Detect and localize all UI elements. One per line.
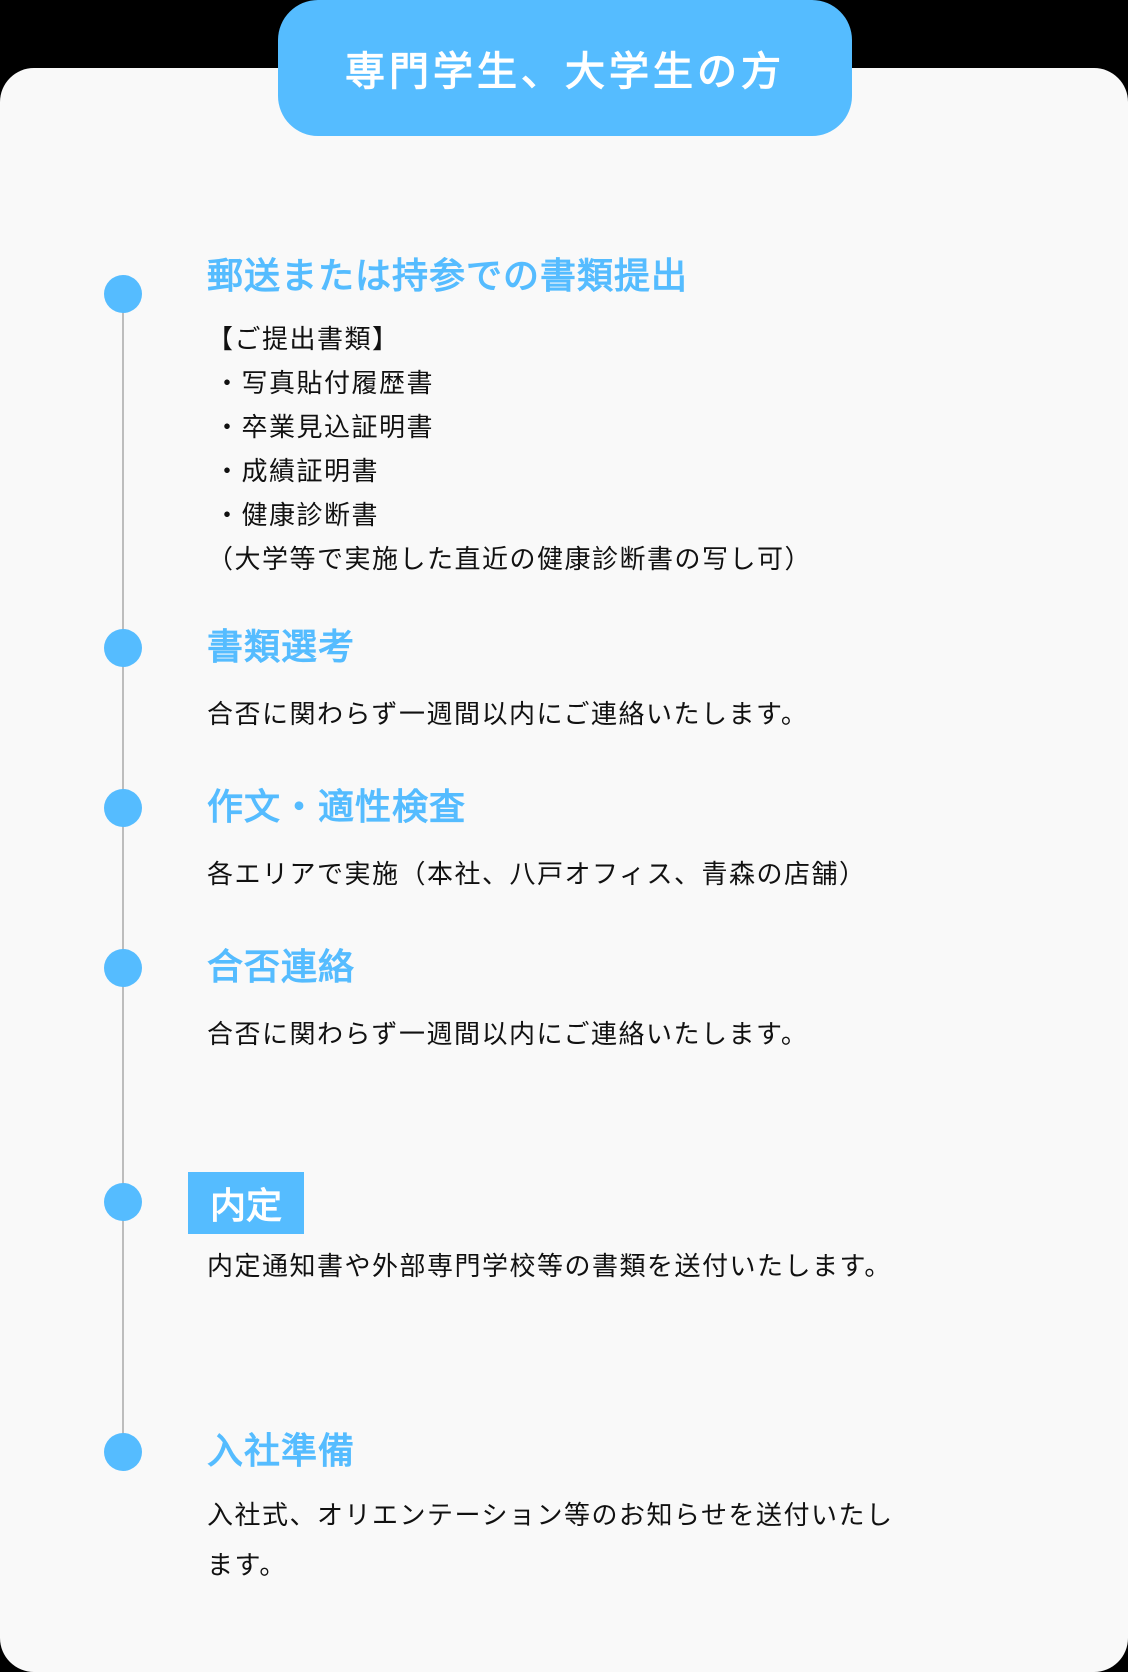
required-documents: 【ご提出書類】 ・写真貼付履歴書 ・卒業見込証明書 ・成績証明書 ・健康診断書 …	[207, 318, 812, 582]
step-title-badge: 内定	[188, 1172, 304, 1234]
header-title: 専門学生、大学生の方	[345, 49, 785, 95]
document-item: ・成績証明書	[214, 457, 380, 487]
timeline-dot-icon	[104, 1433, 142, 1471]
step-title: 郵送または持参での書類提出	[207, 256, 689, 297]
content-card	[0, 68, 1128, 1672]
step-description: 各エリアで実施（本社、八戸オフィス、青森の店舗）	[207, 860, 867, 890]
timeline-dot-icon	[104, 1183, 142, 1221]
step-description: 入社式、オリエンテーション等のお知らせを送付いたし	[207, 1501, 894, 1531]
step-description: 合否に関わらず一週間以内にご連絡いたします。	[207, 700, 809, 730]
step-title: 書類選考	[207, 627, 356, 668]
document-item: ・写真貼付履歴書	[214, 369, 435, 399]
timeline-dot-icon	[104, 275, 142, 313]
document-note: （大学等で実施した直近の健康診断書の写し可）	[207, 545, 813, 575]
documents-heading: 【ご提出書類】	[207, 325, 400, 355]
step-description: 合否に関わらず一週間以内にご連絡いたします。	[207, 1020, 809, 1050]
step-title: 入社準備	[207, 1431, 356, 1472]
header-pill: 専門学生、大学生の方	[278, 0, 852, 136]
timeline-dot-icon	[104, 949, 142, 987]
step-description: 内定通知書や外部専門学校等の書類を送付いたします。	[207, 1252, 892, 1282]
document-item: ・健康診断書	[214, 501, 380, 531]
timeline-dot-icon	[104, 789, 142, 827]
timeline-dot-icon	[104, 629, 142, 667]
step-title: 作文・適性検査	[207, 787, 467, 828]
document-item: ・卒業見込証明書	[214, 413, 435, 443]
step-title: 合否連絡	[207, 947, 356, 988]
timeline-line	[122, 278, 124, 1452]
step-description-continued: ます。	[207, 1551, 287, 1581]
